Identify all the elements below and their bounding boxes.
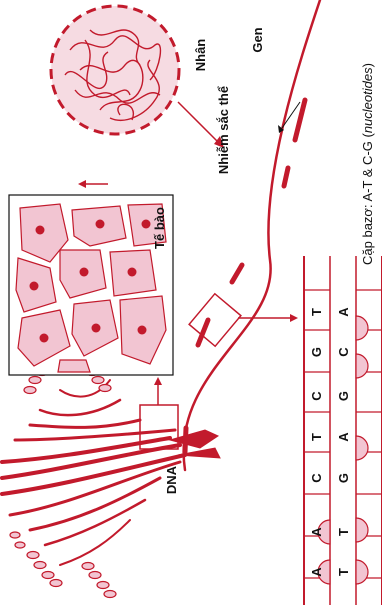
base-inner-4: A [336, 432, 351, 442]
base-inner-5: G [336, 391, 351, 401]
label-cell: Tế bào [152, 207, 167, 249]
arrow-dna-to-ladder [238, 314, 298, 322]
arrow-cell-to-nucleus [78, 180, 108, 188]
base-outer-5: C [309, 391, 324, 401]
base-inner-1: T [336, 568, 351, 576]
dna-zoom-box [189, 294, 241, 346]
base-outer-6: G [309, 347, 324, 357]
base-inner-2: T [336, 528, 351, 536]
label-chromosome: Nhiễm sắc thể [216, 86, 231, 174]
label-base-pairs: Cặp bazơ: A-T & C-G (nucleotides) [360, 63, 375, 265]
arrow-plant-to-cell [154, 377, 162, 405]
base-inner-6: C [336, 347, 351, 357]
svg-text:Cặp bazơ: A-T & C-G (nucleotid: Cặp bazơ: A-T & C-G (nucleotides) [360, 63, 375, 265]
base-outer-2: A [309, 527, 324, 537]
base-outer-7: T [309, 308, 324, 316]
base-inner-3: G [336, 473, 351, 483]
base-outer-4: T [309, 433, 324, 441]
nucleus-circle [51, 6, 179, 134]
label-nucleus: Nhân [193, 39, 208, 72]
label-gene: Gen [250, 27, 265, 52]
label-dna: DNA [164, 465, 179, 494]
cell-cluster [9, 195, 173, 375]
base-outer-3: C [309, 473, 324, 483]
dna-ladder: A A C T C G T T T G A G C A [304, 256, 382, 605]
base-outer-1: A [309, 567, 324, 577]
base-inner-7: A [336, 307, 351, 317]
